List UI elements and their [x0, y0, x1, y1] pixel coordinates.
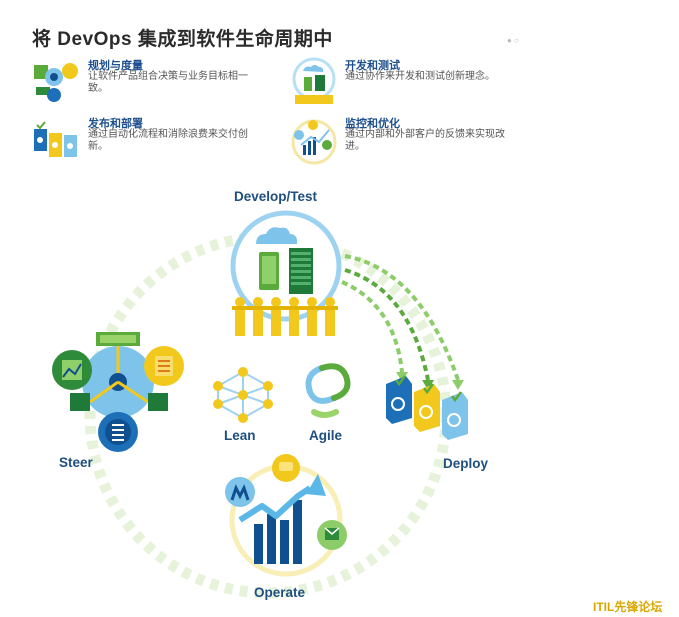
people-icon [225, 477, 255, 507]
feature-title: 发布和部署 [88, 118, 143, 130]
feature-desc: 通过内部和外部客户的反馈来实现改进。 [345, 129, 505, 152]
release-deploy-icon [34, 121, 77, 157]
develop-test-icon [292, 57, 336, 104]
lean-label: Lean [224, 428, 256, 443]
agile-label: Agile [309, 428, 343, 443]
lean-network-icon [213, 367, 273, 423]
feature-desc: 通过自动化流程和消除浪费来交付创新。 [88, 129, 248, 152]
develop-test-label: Develop/Test [234, 189, 318, 204]
steer-node [52, 332, 184, 452]
deploy-arrows [341, 254, 464, 390]
develop-test-node [230, 210, 342, 336]
trend-arrow-icon [238, 485, 312, 523]
steer-label: Steer [59, 455, 93, 470]
deploy-label: Deploy [443, 456, 489, 471]
monitor-optimize-icon [291, 119, 337, 165]
agile-loop-icon [305, 363, 351, 418]
team-people-icon [232, 297, 338, 336]
feature-title: 监控和优化 [345, 118, 400, 130]
page-title: 将 DevOps 集成到软件生命周期中 [32, 29, 333, 50]
operate-label: Operate [254, 585, 306, 600]
feature-desc: 通过协作来开发和测试创新理念。 [345, 71, 495, 82]
plan-measure-icon [34, 63, 78, 102]
bar-chart-icon [254, 524, 263, 564]
operate-node [225, 454, 347, 577]
feature-title: 开发和测试 [345, 60, 400, 72]
feature-title: 规划与度量 [88, 60, 143, 72]
deploy-packages-icon [386, 375, 468, 440]
feature-desc: 让软件产品组合决策与业务目标相一致。 [88, 71, 248, 94]
pager-dots[interactable]: ● ○ [507, 36, 519, 45]
cloud-icon [256, 227, 298, 244]
watermark: ITIL先锋论坛 [593, 600, 663, 614]
